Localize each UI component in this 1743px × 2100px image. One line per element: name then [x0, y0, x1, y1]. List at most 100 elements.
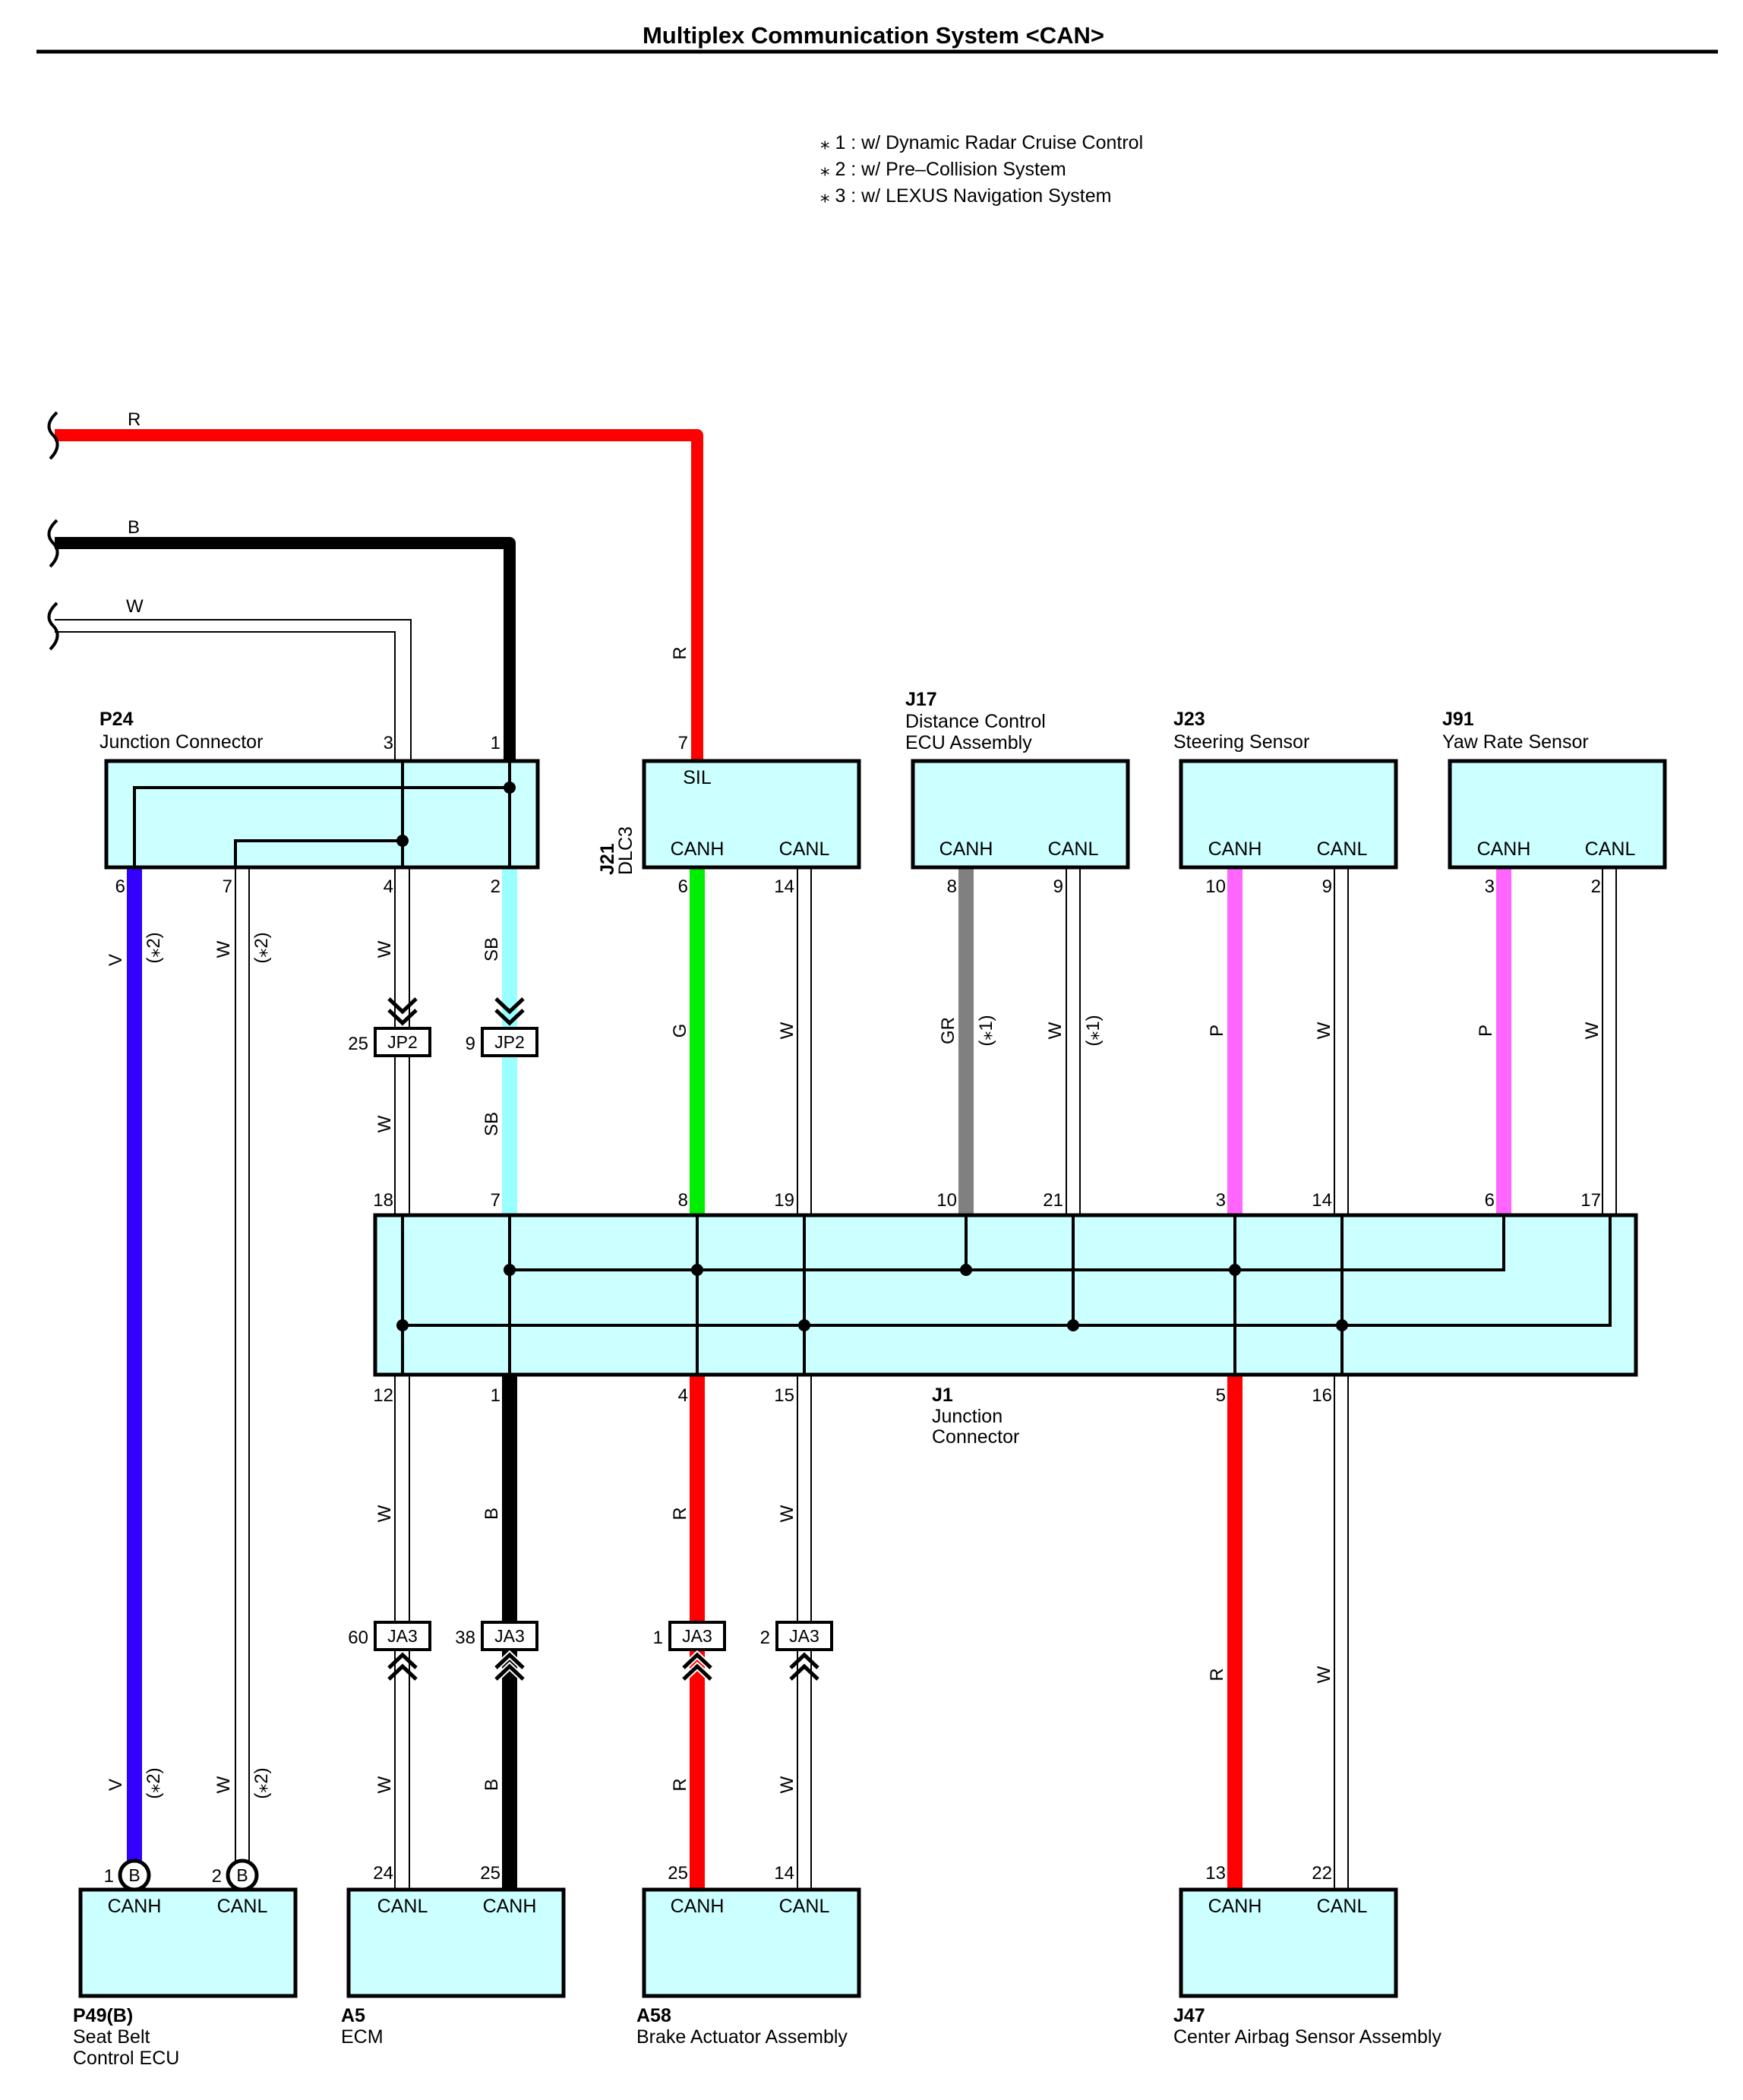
wire-breaks	[47, 411, 59, 651]
j1-splices	[396, 1264, 1348, 1331]
wire-w-incoming-outer	[55, 619, 412, 759]
j17-code: J17	[905, 689, 937, 710]
wl-l-b-a5: B	[482, 1508, 502, 1520]
ja3-box-2	[481, 1621, 538, 1651]
p49-conn-label-2: B	[236, 1865, 248, 1885]
break-b	[47, 519, 59, 568]
splice-canh-1	[504, 1264, 516, 1276]
j1-pin-6: 6	[1485, 1190, 1495, 1211]
wl-u-sb: SB	[482, 937, 502, 962]
j1-pin-7: 7	[491, 1190, 500, 1211]
a58-code: A58	[636, 2005, 671, 2026]
p24-pin-2: 2	[491, 876, 500, 897]
wl-b-b-a5: B	[482, 1779, 502, 1791]
j1-pin-4: 4	[678, 1385, 688, 1406]
j17-box	[911, 759, 1130, 870]
j1-pin-1: 1	[491, 1385, 500, 1406]
j91-box	[1448, 759, 1667, 870]
a58-name: Brake Actuator Assembly	[636, 2026, 848, 2048]
p24-splice-1	[504, 782, 516, 794]
ja3-label-3: JA3	[682, 1626, 712, 1646]
j21-pin-14: 14	[774, 876, 794, 897]
ja3-pin-1: 1	[653, 1628, 663, 1648]
wl-u-gr: GR	[938, 1017, 958, 1044]
ja3-pin-2: 2	[760, 1628, 770, 1648]
j23-pin-10: 10	[1205, 876, 1226, 897]
jp2-pin-25: 25	[348, 1034, 368, 1054]
wl-b-w-p49: W	[213, 1776, 234, 1793]
j1-pin-19: 19	[774, 1190, 794, 1211]
ja3-label-1: JA3	[387, 1626, 418, 1646]
p24-splice-2	[396, 835, 409, 847]
ja3-box-3	[668, 1621, 726, 1651]
j1-name-2: Connector	[932, 1426, 1019, 1448]
j1-code: J1	[932, 1385, 953, 1406]
j1-pin-8: 8	[678, 1190, 688, 1211]
p24-box	[104, 759, 540, 870]
p24-name: Junction Connector	[99, 731, 263, 753]
j21-name: DLC3	[615, 826, 636, 875]
wl-l-w-a5: W	[374, 1505, 395, 1522]
j1-pin-18: 18	[373, 1190, 393, 1211]
p24-pin-1: 1	[491, 733, 500, 753]
wire-w-incoming-inner	[55, 631, 396, 759]
ja3-arrows	[387, 1650, 819, 1682]
ja3-label-4: JA3	[789, 1626, 819, 1646]
a5-box	[346, 1887, 566, 1998]
wl-u-w-j23: W	[1314, 1022, 1334, 1039]
j21-pin-6: 6	[678, 876, 688, 897]
wl-l-r-a58: R	[670, 1507, 690, 1520]
wire-labels-upper: V (⁎2) W (⁎2) W SB R G W GR (⁎1) W (⁎1) …	[106, 646, 1602, 1046]
j1-pin-21: 21	[1043, 1190, 1063, 1211]
break-w	[47, 602, 59, 651]
splice-canh-3	[960, 1264, 972, 1276]
a58-pin-14: 14	[774, 1863, 794, 1884]
a58-canh: CANH	[671, 1896, 725, 1917]
j47-code: J47	[1173, 2005, 1205, 2026]
wl-b-v: V	[106, 1779, 126, 1791]
note-1: ⁎ 1 : w/ Dynamic Radar Cruise Control	[820, 132, 1143, 153]
j1-pin-15: 15	[774, 1385, 794, 1406]
j91-name: Yaw Rate Sensor	[1442, 731, 1589, 753]
wire-labels-lower: W B R W R W	[374, 1505, 1334, 1683]
note-3: ⁎ 3 : w/ LEXUS Navigation System	[820, 185, 1111, 207]
j21-pin-7: 7	[678, 733, 688, 753]
j1-pin-3: 3	[1216, 1190, 1226, 1211]
p24-pin-3: 3	[384, 733, 393, 753]
p49-conn-b-2	[226, 1858, 259, 1892]
wl-u-w-p49: W	[213, 940, 234, 958]
j91-code: J91	[1442, 709, 1474, 730]
ja3-pin-60: 60	[348, 1628, 368, 1648]
j47-pin-22: 22	[1312, 1863, 1332, 1884]
wl-u-p-j91: P	[1476, 1025, 1496, 1037]
splice-canl-4	[1336, 1319, 1348, 1331]
j91-canh: CANH	[1477, 838, 1531, 860]
j23-canl: CANL	[1317, 838, 1368, 860]
ja3-pin-38: 38	[455, 1628, 475, 1648]
a5-canh: CANH	[483, 1896, 537, 1917]
splice-canh-2	[691, 1264, 703, 1276]
wl-m-sb: SB	[482, 1112, 502, 1136]
jp2-arrows	[387, 997, 525, 1026]
wl-b-w-a5: W	[374, 1776, 395, 1793]
wire-labels-mid: W SB	[374, 1112, 502, 1136]
jp2-box-1	[374, 1027, 431, 1057]
j17-canh: CANH	[939, 838, 993, 860]
p24-internal	[133, 761, 511, 867]
j47-box	[1179, 1887, 1398, 1998]
wl-u-r: R	[670, 646, 690, 659]
wl-l-w-j47: W	[1314, 1666, 1334, 1683]
wl-u-w-j17-note: (⁎1)	[1083, 1015, 1104, 1046]
wl-b-w-a58: W	[777, 1776, 797, 1793]
j47-name: Center Airbag Sensor Assembly	[1173, 2026, 1441, 2048]
p49-canh: CANH	[108, 1896, 162, 1917]
j21-box	[642, 759, 861, 870]
wl-b-v-note: (⁎2)	[144, 1767, 164, 1798]
p24-code: P24	[99, 709, 134, 730]
diagram-title: Multiplex Communication System <CAN>	[643, 22, 1104, 49]
incoming-b-label: B	[128, 517, 140, 538]
j23-box	[1179, 759, 1398, 870]
p49-box	[78, 1887, 298, 1998]
j1-pin-16: 16	[1312, 1385, 1332, 1406]
